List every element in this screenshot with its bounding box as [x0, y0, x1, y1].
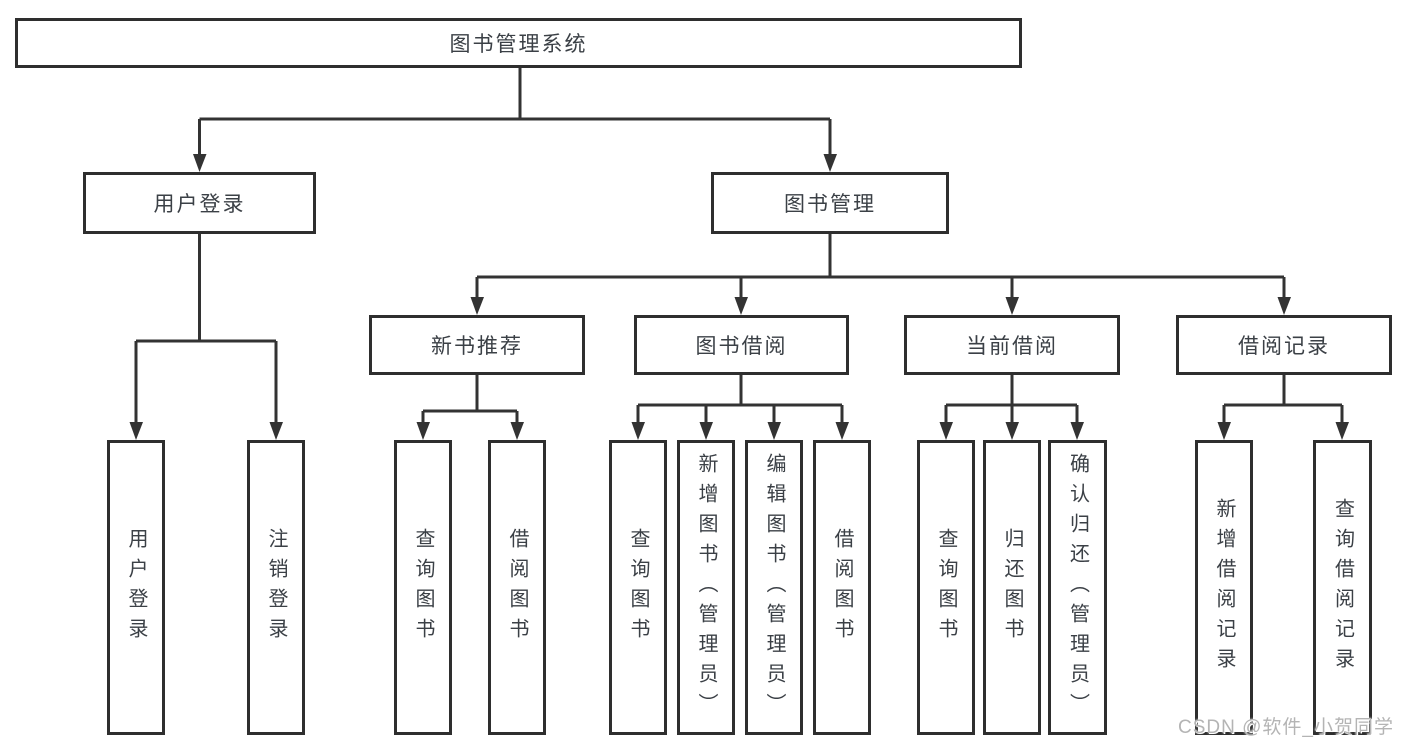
- node-label: 查询图书: [627, 527, 649, 648]
- node-label: 当前借阅: [966, 335, 1058, 358]
- leaf-confirm-return-admin: 确认归还（管理员）: [1048, 440, 1107, 735]
- connector-userlogin-to-leaves: [134, 234, 278, 424]
- node-label: 确认归还（管理员）: [1066, 452, 1089, 723]
- arrowhead-down-icon: [129, 422, 143, 440]
- arrowhead-down-icon: [1005, 422, 1019, 440]
- leaf-add-book-admin: 新增图书（管理员）: [677, 440, 735, 735]
- arrowhead-down-icon: [1070, 422, 1084, 440]
- arrowhead-down-icon: [835, 422, 849, 440]
- node-label: 借阅记录: [1238, 335, 1330, 358]
- node-label: 注销登录: [265, 527, 287, 648]
- leaf-query-book-current: 查询图书: [917, 440, 975, 735]
- node-book-management: 图书管理: [711, 172, 949, 234]
- arrowhead-down-icon: [510, 422, 524, 440]
- connector-newbookrec-to-leaves: [421, 375, 519, 424]
- node-label: 新增图书（管理员）: [695, 452, 717, 723]
- node-label: 查询借阅记录: [1331, 497, 1354, 678]
- node-label: 借阅图书: [506, 527, 528, 648]
- leaf-query-book-recommend: 查询图书: [394, 440, 452, 735]
- node-label: 图书管理: [784, 193, 876, 216]
- arrowhead-down-icon: [631, 422, 645, 440]
- node-user-login: 用户登录: [83, 172, 316, 234]
- csdn-watermark: CSDN @软件_小贺同学: [1178, 717, 1394, 738]
- node-label: 新书推荐: [431, 335, 523, 358]
- leaf-borrow-book-recommend: 借阅图书: [488, 440, 546, 735]
- arrowhead-down-icon: [416, 422, 430, 440]
- node-label: 新增借阅记录: [1213, 497, 1235, 678]
- connector-borrowrecord-to-leaves: [1222, 375, 1344, 424]
- node-label: 编辑图书（管理员）: [763, 452, 785, 723]
- arrowhead-down-icon: [1335, 422, 1349, 440]
- node-label: 借阅图书: [831, 527, 853, 648]
- arrowhead-down-icon: [470, 297, 484, 315]
- node-new-book-recommend: 新书推荐: [369, 315, 585, 375]
- arrowhead-down-icon: [1217, 422, 1231, 440]
- connector-bookmgmt-to-level3: [475, 234, 1286, 299]
- node-label: 查询图书: [412, 527, 434, 648]
- arrowhead-down-icon: [734, 297, 748, 315]
- connector-root-to-level2: [198, 68, 832, 156]
- arrowhead-down-icon: [767, 422, 781, 440]
- node-label: 用户登录: [153, 193, 246, 216]
- node-label: 归还图书: [1001, 527, 1023, 648]
- node-root-library-system: 图书管理系统: [15, 18, 1022, 68]
- arrowhead-down-icon: [1005, 297, 1019, 315]
- leaf-user-login: 用户登录: [107, 440, 165, 735]
- node-label: 查询图书: [935, 527, 957, 648]
- connector-bookborrow-to-leaves: [636, 375, 844, 424]
- leaf-add-borrow-record: 新增借阅记录: [1195, 440, 1253, 735]
- connector-currentborrow-to-leaves: [944, 375, 1079, 424]
- arrowhead-down-icon: [939, 422, 953, 440]
- leaf-borrow-book: 借阅图书: [813, 440, 871, 735]
- leaf-query-borrow-record: 查询借阅记录: [1313, 440, 1372, 735]
- node-label: 图书管理系统: [449, 33, 588, 56]
- arrowheads: [129, 154, 1349, 440]
- node-borrow-record: 借阅记录: [1176, 315, 1392, 375]
- leaf-edit-book-admin: 编辑图书（管理员）: [745, 440, 803, 735]
- leaf-return-book: 归还图书: [983, 440, 1041, 735]
- arrowhead-down-icon: [823, 154, 837, 172]
- leaf-logout-login: 注销登录: [247, 440, 305, 735]
- connector-paths: [134, 68, 1344, 424]
- arrowhead-down-icon: [1277, 297, 1291, 315]
- arrowhead-down-icon: [269, 422, 283, 440]
- arrowhead-down-icon: [193, 154, 207, 172]
- node-current-borrow: 当前借阅: [904, 315, 1120, 375]
- node-book-borrow: 图书借阅: [634, 315, 849, 375]
- node-label: 图书借阅: [695, 335, 788, 358]
- node-label: 用户登录: [125, 527, 147, 648]
- leaf-query-book-borrow: 查询图书: [609, 440, 667, 735]
- arrowhead-down-icon: [699, 422, 713, 440]
